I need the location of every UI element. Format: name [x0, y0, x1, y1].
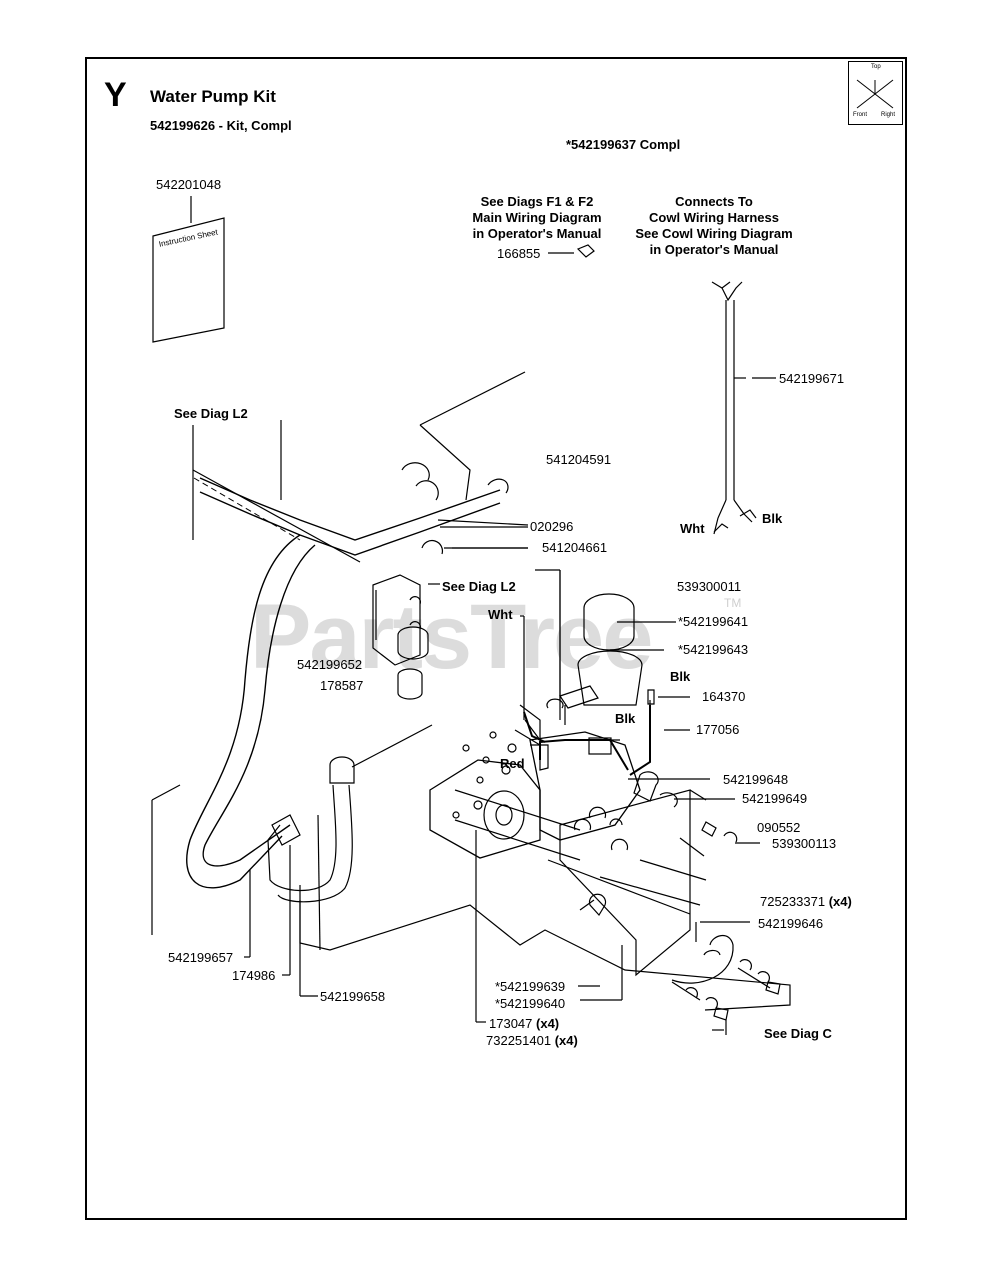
label-090552: 090552	[757, 820, 801, 835]
label-725233371-qty: (x4)	[828, 894, 852, 909]
note-cowl: Connects To Cowl Wiring Harness See Cowl…	[620, 194, 808, 258]
label-173047-number: 173047	[489, 1016, 533, 1031]
label-164370: 164370	[702, 689, 746, 704]
label-725233371-number: 725233371	[760, 894, 826, 909]
note-diag-f-line3: in Operator's Manual	[472, 226, 602, 241]
compass-right: Right	[881, 112, 896, 118]
note-diag-f-line2: Main Wiring Diagram	[472, 210, 602, 225]
label-see-diag-c: See Diag C	[764, 1026, 832, 1041]
note-cowl-line3: See Cowl Wiring Diagram	[635, 226, 793, 241]
label-542199652: 542199652	[297, 657, 363, 672]
label-174986: 174986	[232, 968, 276, 983]
label-blk-low: Blk	[615, 711, 636, 726]
label-542201048: 542201048	[156, 177, 222, 192]
note-cowl-line2: Cowl Wiring Harness	[649, 210, 779, 225]
label-541204591: 541204591	[546, 452, 612, 467]
orientation-compass: Top Front Right	[848, 61, 903, 125]
label-542199648: 542199648	[723, 772, 789, 787]
label-020296: 020296	[530, 519, 574, 534]
label-539300113: 539300113	[772, 836, 837, 851]
label-542199671: 542199671	[779, 371, 845, 386]
watermark-tm: TM	[724, 596, 742, 610]
label-732251401: 732251401 (x4)	[486, 1033, 578, 1048]
compass-top: Top	[871, 64, 881, 70]
compass-front: Front	[853, 112, 868, 118]
label-178587: 178587	[320, 678, 364, 693]
kit-line: 542199626 - Kit, Compl	[150, 118, 292, 133]
label-see-diag-l2-a: See Diag L2	[174, 406, 248, 421]
label-732251401-qty: (x4)	[554, 1033, 578, 1048]
note-cowl-line1: Connects To	[675, 194, 753, 209]
label-177056: 177056	[696, 722, 740, 737]
label-blk-top: Blk	[762, 511, 783, 526]
diagram-frame	[85, 57, 907, 1220]
label-542199658: 542199658	[320, 989, 386, 1004]
section-letter: Y	[104, 76, 127, 114]
note-cowl-line4: in Operator's Manual	[649, 242, 779, 257]
label-red: Red	[500, 756, 525, 771]
label-wht-mid: Wht	[488, 607, 513, 622]
page-title: Water Pump Kit	[150, 87, 276, 106]
label-542199641: *542199641	[678, 614, 749, 629]
label-173047-qty: (x4)	[536, 1016, 560, 1031]
label-542199649: 542199649	[742, 791, 808, 806]
note-diag-f-line1: See Diags F1 & F2	[480, 194, 594, 209]
label-blk-mid: Blk	[670, 669, 691, 684]
compass-arrows-icon	[856, 79, 894, 109]
label-542199639: *542199639	[495, 979, 566, 994]
label-725233371: 725233371 (x4)	[760, 894, 852, 909]
compl-line: *542199637 Compl	[566, 137, 681, 152]
label-542199643: *542199643	[678, 642, 749, 657]
label-wht-top: Wht	[680, 521, 705, 536]
label-see-diag-l2-b: See Diag L2	[442, 579, 516, 594]
label-539300011: 539300011	[677, 579, 742, 594]
label-542199646: 542199646	[758, 916, 824, 931]
label-166855: 166855	[497, 246, 541, 261]
label-542199657: 542199657	[168, 950, 234, 965]
label-173047: 173047 (x4)	[489, 1016, 559, 1031]
label-541204661: 541204661	[542, 540, 608, 555]
note-diag-f: See Diags F1 & F2 Main Wiring Diagram in…	[460, 194, 614, 242]
label-542199640: *542199640	[495, 996, 566, 1011]
label-732251401-number: 732251401	[486, 1033, 552, 1048]
instruction-sheet-shape	[152, 217, 225, 343]
